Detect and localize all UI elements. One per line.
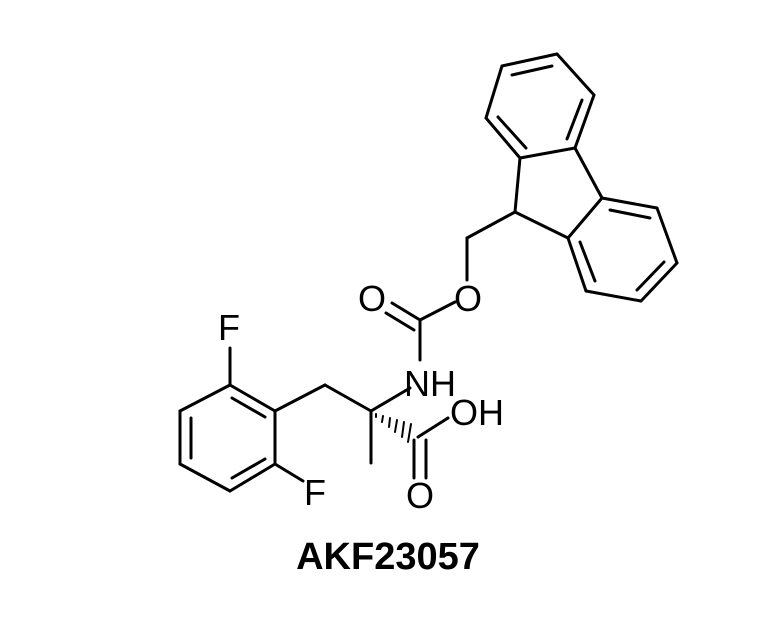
carbonyl-oxygen-label: O [358,278,386,319]
amino-acid-core [273,383,450,480]
fluorine-top-label: F [218,307,240,348]
difluorophenyl-group [178,346,305,493]
amine-label: NH [404,363,456,404]
fluorine-bottom-label: F [304,472,326,513]
compound-id-label: AKF23057 [296,536,480,578]
hydroxyl-label: OH [450,392,504,433]
fluorenyl-group [484,52,679,303]
fmoc-linker [384,210,517,362]
acid-carbonyl-oxygen-label: O [406,475,434,516]
ester-oxygen-label: O [454,278,482,319]
